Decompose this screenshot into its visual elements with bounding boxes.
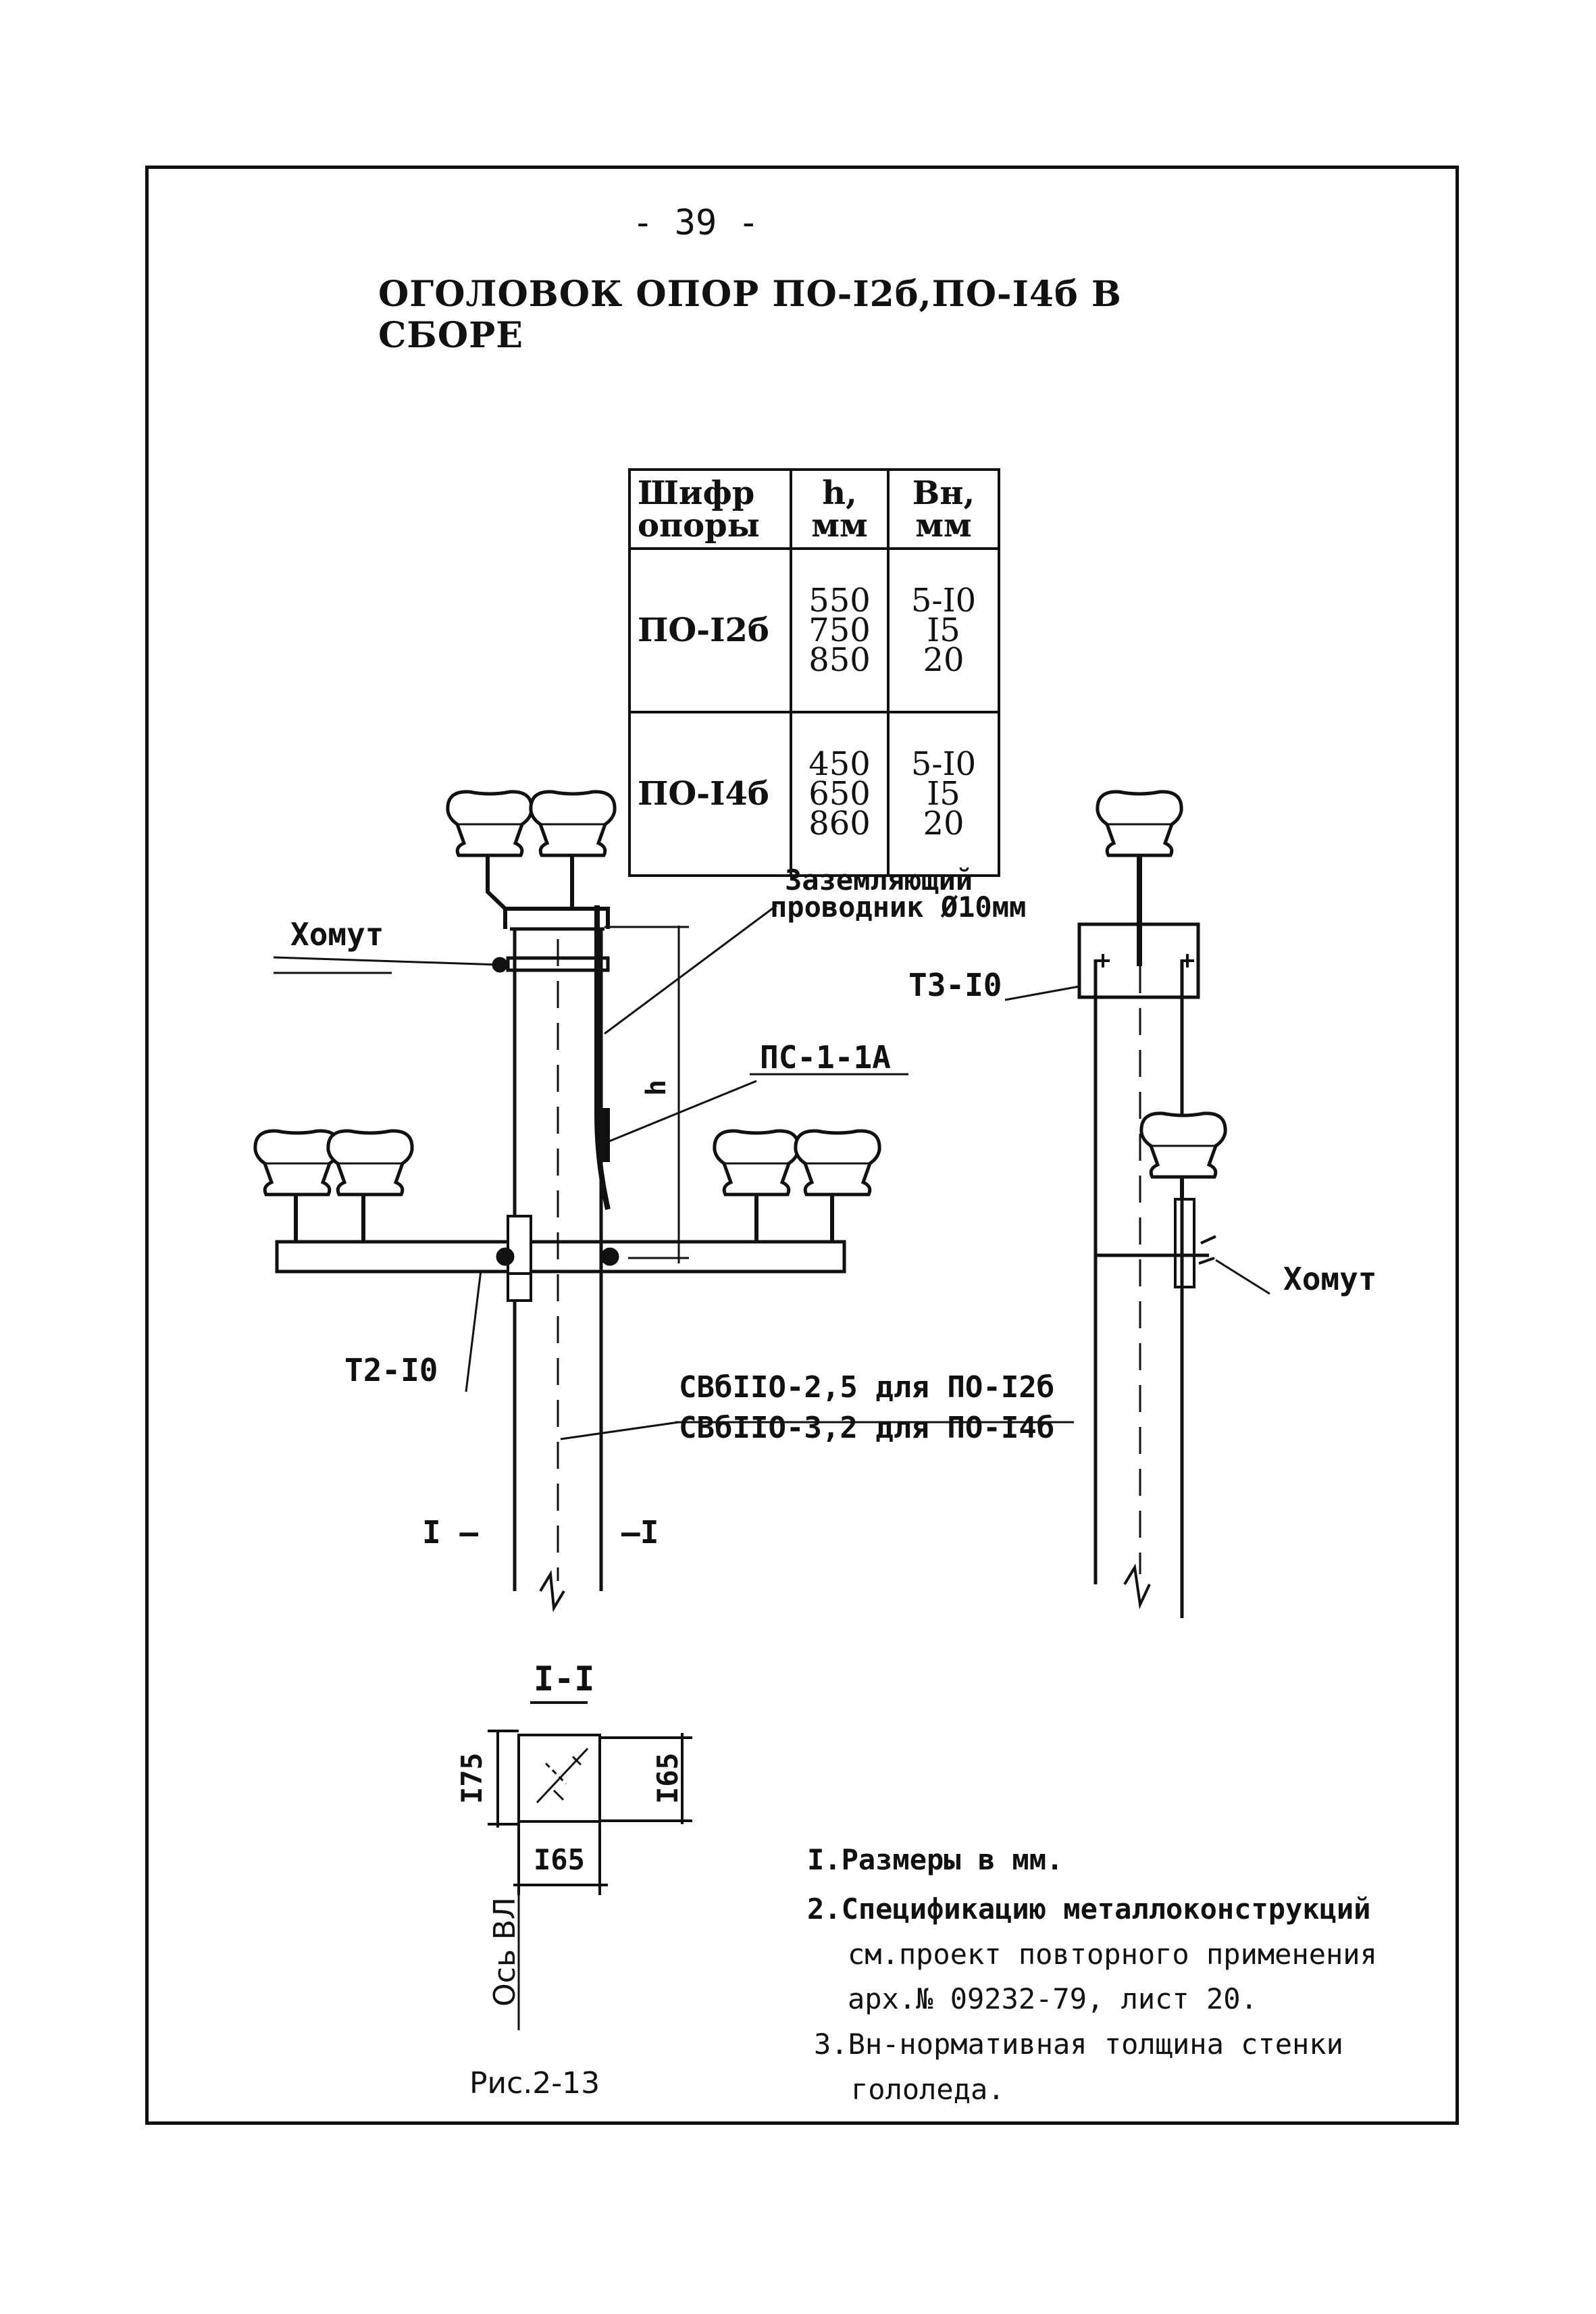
clamp-band <box>506 956 610 972</box>
leader-t3 <box>1004 985 1080 1001</box>
section-dim-bottom: I65 <box>534 1843 585 1876</box>
insulator-icon <box>255 1131 339 1194</box>
left-post-assembly <box>273 851 1074 1613</box>
clamp-detail <box>1198 1235 1216 1265</box>
insulator-icon <box>1141 1113 1225 1177</box>
leader-clamp <box>1215 1259 1270 1295</box>
label-clamp-right: Хомут <box>1283 1261 1377 1297</box>
label-post-1: СВбIIО-2,5 для ПО-I2б <box>679 1370 1055 1405</box>
section-diagonal <box>536 1747 589 1804</box>
row-code: ПО-I2б <box>628 547 792 713</box>
leader-ground <box>604 904 777 1035</box>
insulator-icon <box>715 1131 798 1194</box>
insulator-icon <box>448 792 532 855</box>
insulator-pin <box>486 851 507 911</box>
top-bracket <box>503 907 610 929</box>
right-post-assembly <box>1004 853 1270 1618</box>
table-header-row: Шифр опоры h, мм Вн, мм <box>628 468 1000 550</box>
section-hatch <box>552 1789 565 1801</box>
label-t3: Т3-I0 <box>908 967 1002 1003</box>
ground-conductor <box>594 905 611 1210</box>
header-code: Шифр опоры <box>628 468 792 550</box>
figure-caption: Рис.2-13 <box>469 2066 600 2101</box>
label-section-left: I — <box>422 1514 479 1551</box>
leader-post <box>560 1421 679 1440</box>
bn-value: I5 <box>927 611 960 649</box>
note-line: см.проект повторного применения <box>848 1938 1377 1971</box>
break-mark <box>1123 1563 1151 1609</box>
left-insulators <box>255 792 879 1194</box>
right-insulators <box>1098 792 1225 1177</box>
page-number: - 39 - <box>632 203 759 243</box>
label-t2: Т2-I0 <box>344 1352 438 1388</box>
section-hatch <box>544 1762 567 1785</box>
section-dim-right: I65 <box>651 1753 684 1804</box>
label-section-right: —I <box>621 1514 659 1551</box>
bn-value: 20 <box>923 641 964 680</box>
label-clamp-left: Хомут <box>290 916 384 953</box>
label-ground-2: проводник Ø10мм <box>770 890 1027 924</box>
table-row: ПО-I4б 450 650 860 5-I0 I5 20 <box>628 711 1000 877</box>
crossarm-bolt <box>600 1247 619 1266</box>
insulator-icon <box>796 1131 879 1194</box>
label-h-dim: h <box>641 1079 673 1097</box>
h-value: 650 <box>808 774 871 813</box>
cap-bolt <box>1096 954 1110 967</box>
row-code: ПО-I4б <box>628 711 792 877</box>
label-ps: ПС-1-1А <box>760 1039 891 1076</box>
section-axis-label: Ось ВЛ <box>488 1896 522 2007</box>
crossarm-bolt <box>496 1247 515 1266</box>
row-bn-values: 5-I0 I5 20 <box>887 711 1000 877</box>
bn-value: 5-I0 <box>910 745 977 783</box>
note-line: 3.Вн-нормативная толщина стенки <box>814 2028 1343 2061</box>
row-bn-values: 5-I0 I5 20 <box>887 547 1000 713</box>
leader-ps <box>607 1080 757 1143</box>
insulator-icon <box>1098 792 1181 855</box>
insulator-icon <box>531 792 615 855</box>
section-view <box>488 1701 692 2030</box>
bn-value: 20 <box>923 805 964 843</box>
bn-value: I5 <box>927 774 960 813</box>
h-value: 750 <box>808 611 871 649</box>
row-h-values: 550 750 850 <box>790 547 890 713</box>
insulator-icon <box>328 1131 412 1194</box>
note-line: арх.№ 09232-79, лист 20. <box>848 1982 1258 2015</box>
table-row: ПО-I2б 550 750 850 5-I0 I5 20 <box>628 547 1000 713</box>
h-value: 860 <box>808 805 871 843</box>
row-h-values: 450 650 860 <box>790 711 890 877</box>
side-bracket <box>1174 1198 1195 1288</box>
leader-clamp <box>273 956 500 966</box>
label-ground-1: Заземляющий <box>785 863 973 897</box>
drawing-frame <box>145 166 1459 2125</box>
label-post-2: СВбIIО-3,2 для ПО-I4б <box>679 1411 1055 1445</box>
h-value: 850 <box>808 641 871 680</box>
section-square <box>517 1734 601 1823</box>
header-h: h, мм <box>790 468 890 550</box>
spec-table: Шифр опоры h, мм Вн, мм ПО-I2б 550 750 8… <box>628 468 1000 877</box>
note-line: 2.Спецификацию металлоконструкций <box>807 1892 1371 1926</box>
page-title: ОГОЛОВОК ОПОР ПО-I2б,ПО-I4б В СБОРЕ <box>378 274 1122 356</box>
crossarm <box>275 1240 846 1274</box>
h-value: 450 <box>808 745 871 783</box>
section-dim-left: I75 <box>455 1753 488 1804</box>
crossarm-plate-lower <box>507 1272 532 1302</box>
note-line: гололеда. <box>851 2073 1005 2106</box>
section-hatch <box>571 1755 582 1766</box>
leader-t2 <box>465 1269 482 1392</box>
cap-bolt <box>1181 954 1194 967</box>
section-title: I-I <box>534 1659 595 1699</box>
bn-value: 5-I0 <box>910 581 977 620</box>
h-value: 550 <box>808 581 871 620</box>
header-bn: Вн, мм <box>887 468 1000 550</box>
note-line: I.Размеры в мм. <box>807 1843 1064 1876</box>
break-mark <box>539 1569 565 1613</box>
